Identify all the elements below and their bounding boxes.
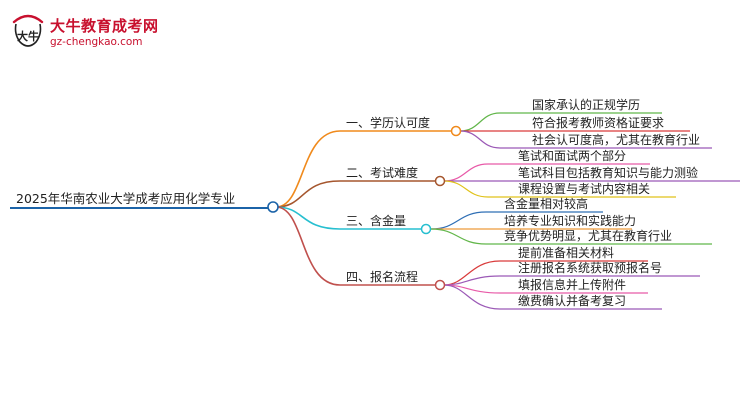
branch-3-label: 三、含金量	[346, 214, 407, 228]
leaf-4-3: 填报信息并上传附件	[518, 278, 627, 292]
leaf-1-3: 社会认可度高，尤其在教育行业	[532, 133, 701, 147]
leaf-4-1: 提前准备相关材料	[518, 246, 615, 260]
leaf-2-2: 笔试科目包括教育知识与能力测验	[518, 166, 699, 180]
logo-url: gz-chengkao.com	[50, 36, 143, 48]
leaf-2-1: 笔试和面试两个部分	[518, 149, 627, 163]
connector-leaf-3-3	[430, 228, 712, 245]
connector-branch-2	[275, 180, 341, 208]
connector-leaf-2-3	[443, 180, 676, 198]
branch-2-label: 二、考试难度	[346, 166, 419, 180]
leaf-2-3: 课程设置与考试内容相关	[518, 182, 651, 196]
leaf-3-3: 竞争优势明显，尤其在教育行业	[504, 229, 673, 243]
branch-3-node-circle	[420, 223, 432, 235]
branch-4-node-circle	[434, 279, 446, 291]
leaf-1-2: 符合报考教师资格证要求	[532, 116, 665, 130]
connector-branch-1	[275, 130, 341, 208]
connector-leaf-4-4	[443, 284, 662, 310]
logo-title: 大牛教育成考网	[50, 17, 159, 35]
root-node-circle	[267, 201, 279, 213]
branch-4-label: 四、报名流程	[346, 270, 419, 284]
root-node: 2025年华南农业大学成考应用化学专业	[16, 191, 236, 206]
leaf-4-4: 缴费确认并备考复习	[518, 294, 627, 308]
leaf-4-2: 注册报名系统获取预报名号	[518, 261, 663, 275]
connector-leaf-2-1	[443, 163, 650, 182]
connector-branch-4	[275, 206, 341, 286]
connector-leaf-4-2	[443, 275, 700, 286]
connector-branch-3	[275, 206, 341, 230]
branch-2-node-circle	[434, 175, 446, 187]
leaf-1-1: 国家承认的正规学历	[532, 98, 641, 112]
connector-leaf-1-1	[459, 112, 662, 132]
leaf-3-2: 培养专业知识和实践能力	[504, 214, 637, 228]
branch-1-label: 一、学历认可度	[346, 116, 431, 130]
bull-logo-icon: 大牛	[12, 14, 44, 47]
leaf-3-1: 含金量相对较高	[504, 197, 589, 211]
site-logo[interactable]: 大牛 大牛教育成考网 gz-chengkao.com	[10, 12, 160, 56]
connector-leaf-1-3	[459, 130, 712, 149]
logo-mark-text: 大牛	[17, 29, 39, 43]
branch-1-node-circle	[450, 125, 462, 137]
